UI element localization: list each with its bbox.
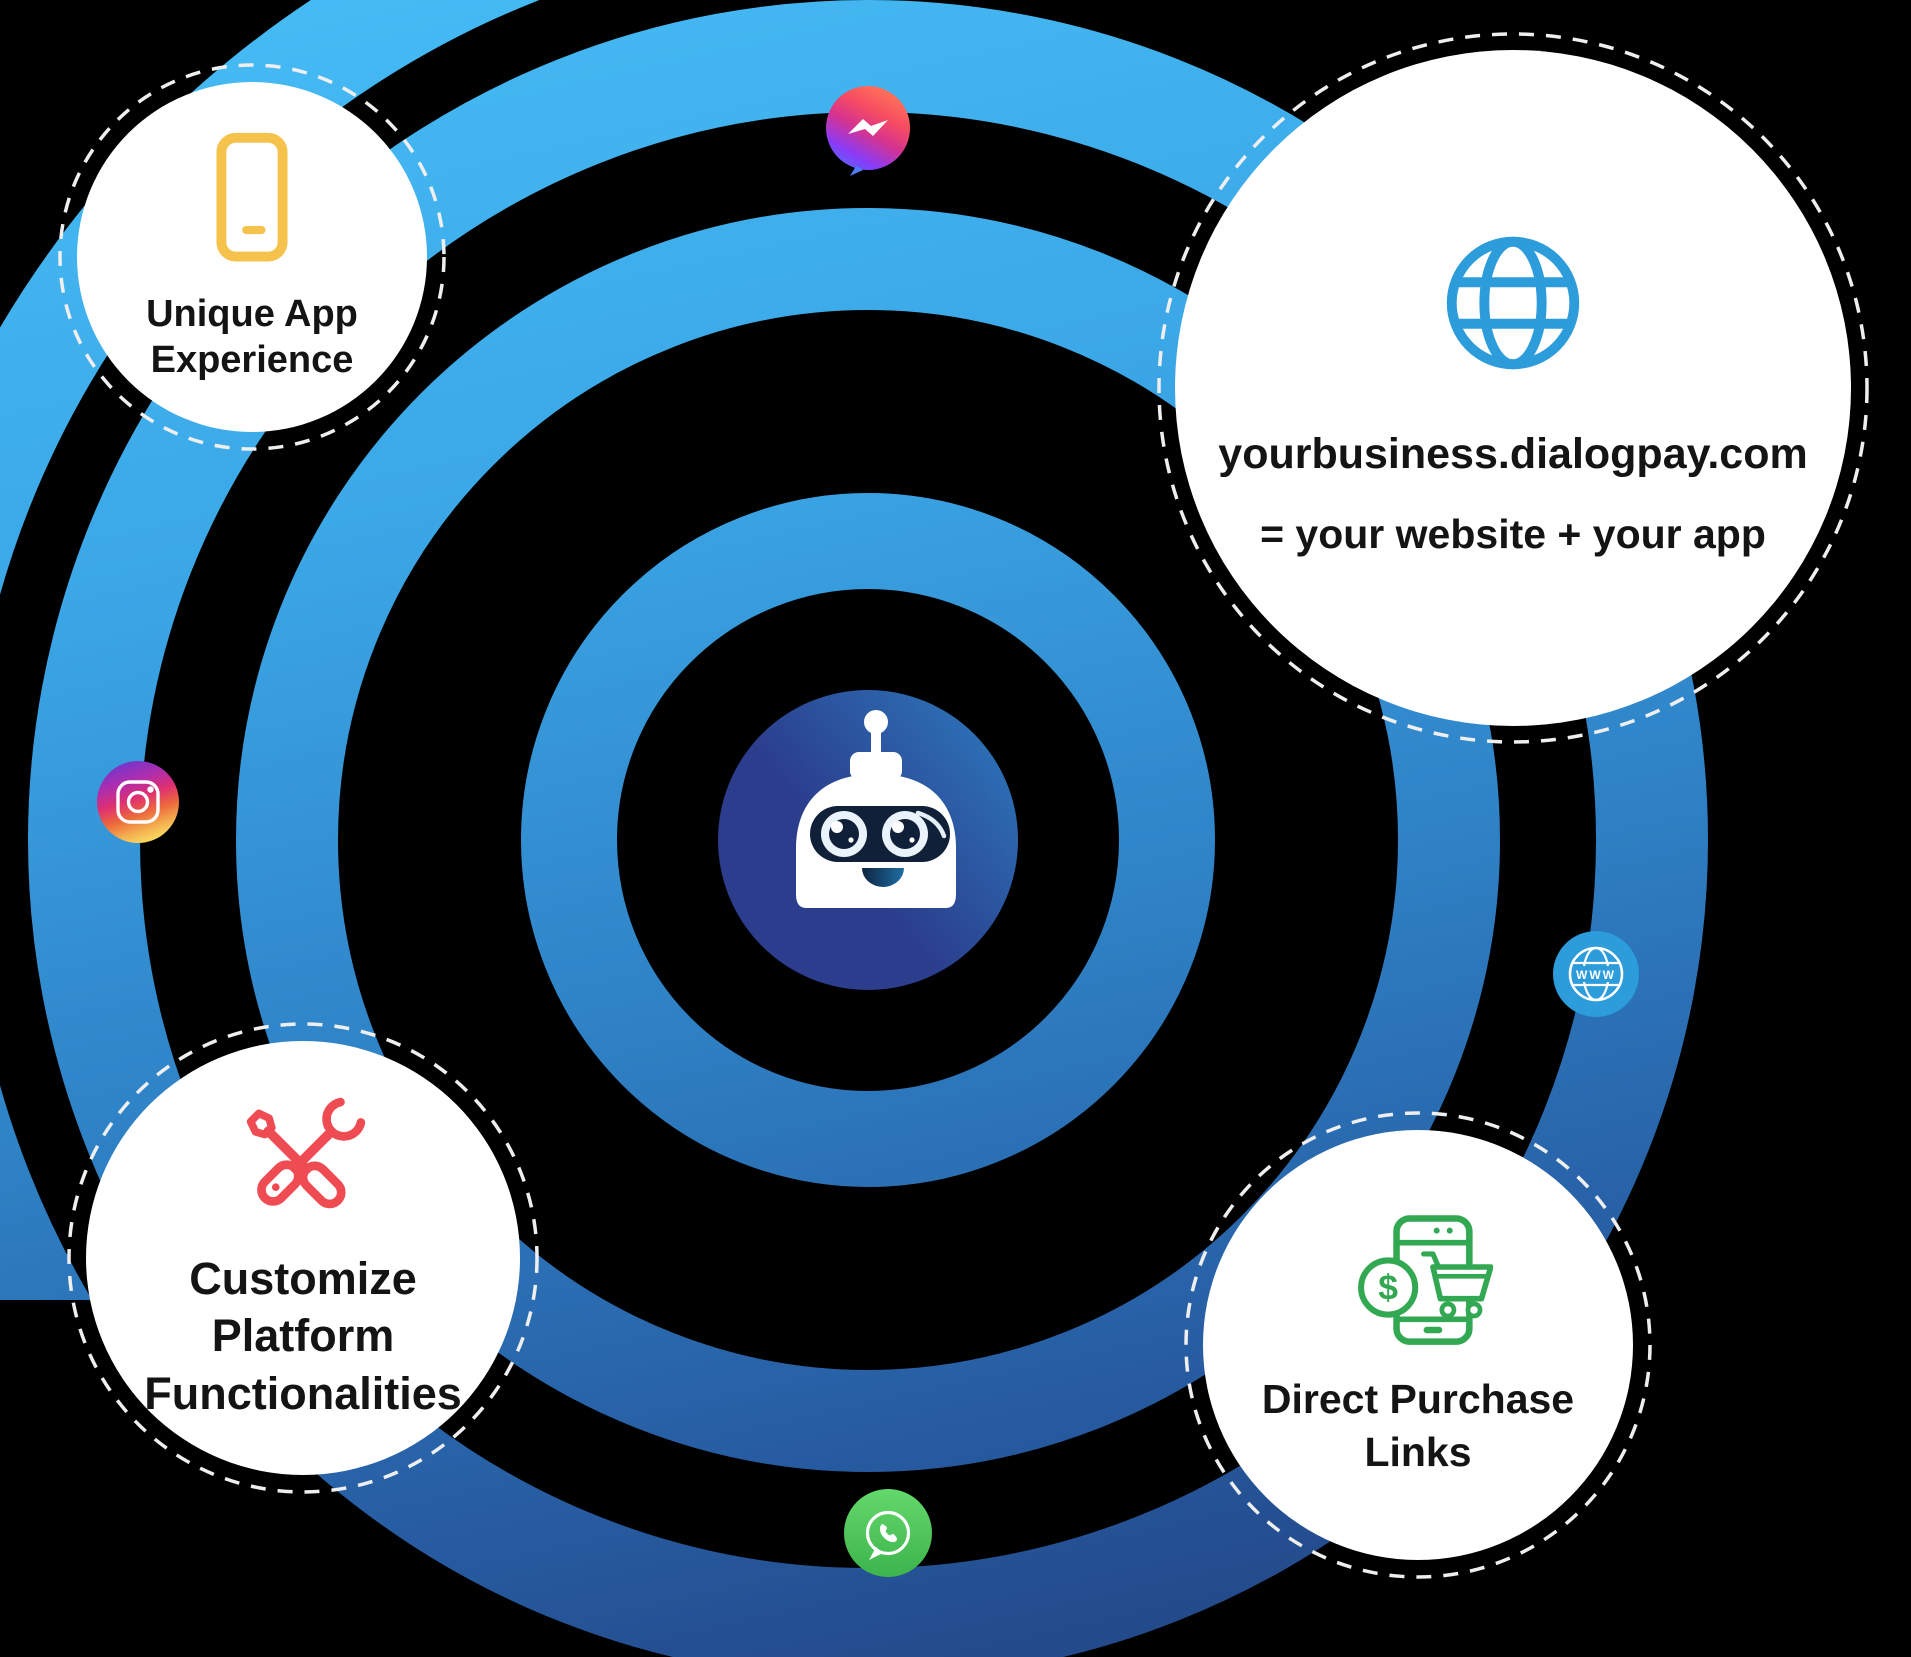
callout-text-line: Links — [1364, 1429, 1472, 1475]
callout-text-line: yourbusiness.dialogpay.com — [1218, 429, 1808, 478]
www-label: WWW — [1576, 968, 1616, 982]
callout-website-domain: yourbusiness.dialogpay.com = your websit… — [1175, 50, 1851, 726]
bubble-bottom-left — [67, 1022, 539, 1494]
mobile-shopping-icon: $ — [1343, 1211, 1493, 1351]
orbit-ring-1 — [521, 493, 1215, 1187]
robot-mascot-icon — [718, 690, 1018, 990]
orbit-ring-2 — [236, 208, 1500, 1472]
bubble-top-left-dashed-outline — [58, 63, 446, 451]
globe-icon — [1429, 219, 1597, 387]
callout-text-line: = your website + your app — [1260, 511, 1766, 558]
tools-icon — [238, 1094, 368, 1224]
whatsapp-icon — [844, 1489, 932, 1577]
bubble-bottom-right-dashed-outline — [1184, 1111, 1652, 1579]
orbit-ring-3 — [28, 0, 1708, 1657]
callout-text-line: Customize Platform — [189, 1252, 417, 1362]
bubble-bottom-right — [1184, 1111, 1652, 1579]
callout-text-line: Experience — [150, 339, 354, 381]
smartphone-icon — [198, 131, 306, 267]
callout-customize-platform: Customize Platform Functionalities — [86, 1041, 520, 1475]
www-globe-icon: WWW — [1553, 931, 1639, 1017]
bubble-top-right — [1157, 32, 1869, 744]
messenger-icon — [826, 86, 910, 176]
instagram-icon — [97, 761, 179, 843]
callout-unique-app-experience: Unique App Experience — [77, 82, 427, 432]
callout-direct-purchase-links: $ Direct Purchase Links — [1203, 1130, 1633, 1560]
callout-text-line: Direct Purchase — [1261, 1375, 1575, 1422]
bubble-top-right-dashed-outline — [1157, 32, 1869, 744]
callout-text-line: Unique App — [146, 292, 358, 335]
dollar-symbol: $ — [1378, 1267, 1398, 1307]
bubble-bottom-left-dashed-outline — [67, 1022, 539, 1494]
callout-text-line: Functionalities — [144, 1367, 462, 1419]
